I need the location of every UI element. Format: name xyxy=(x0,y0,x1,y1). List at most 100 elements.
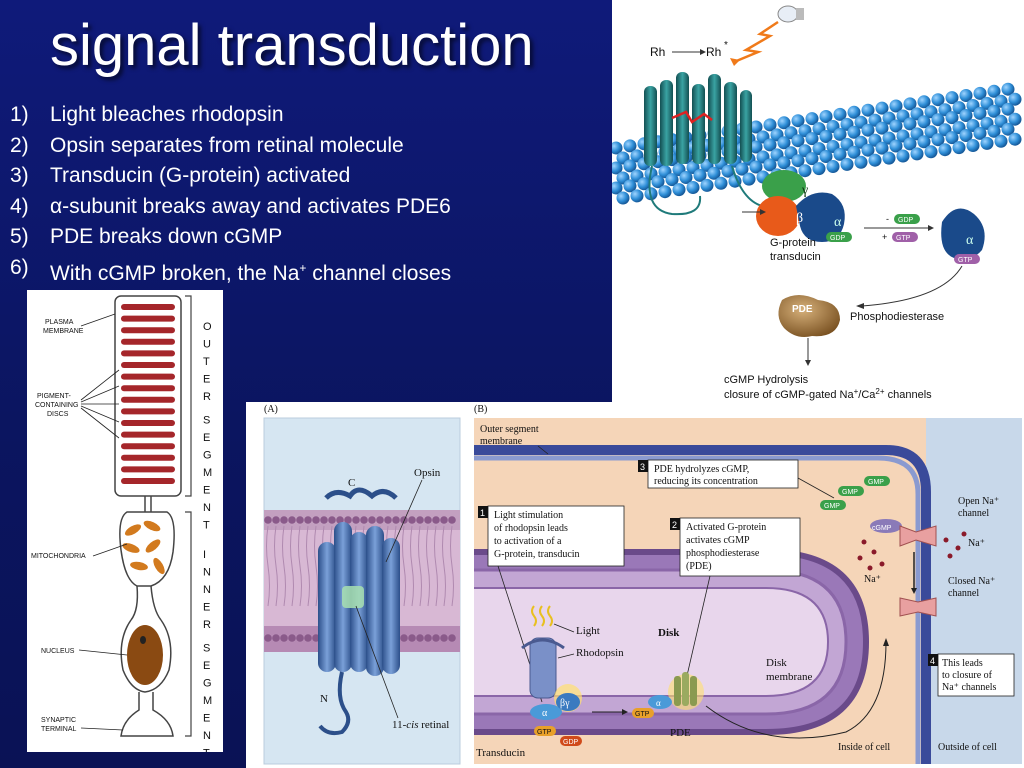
lipid-heads-top xyxy=(264,516,456,524)
outside-cell-label: Outside of cell xyxy=(938,742,997,753)
steps-list: 1)Light bleaches rhodopsin 2)Opsin separ… xyxy=(10,100,610,289)
callout-4-line: to closure of xyxy=(942,670,993,681)
pigment-discs xyxy=(121,304,175,484)
inner-segment-outline xyxy=(119,511,175,587)
svg-text:I: I xyxy=(203,549,206,561)
step-text-tail: channel closes xyxy=(306,261,452,285)
step-text: PDE breaks down cGMP xyxy=(50,225,283,248)
svg-text:N: N xyxy=(203,567,211,579)
transducin-alpha: α xyxy=(542,708,548,719)
svg-text:N: N xyxy=(203,584,211,596)
callout-3-line: reducing its concentration xyxy=(654,476,758,487)
rhodopsin-label: Rhodopsin xyxy=(576,647,624,659)
disk-membrane-label-2: membrane xyxy=(766,671,813,683)
figure-b-label: (B) xyxy=(474,404,487,415)
closed-channel-label: Closed Na⁺ xyxy=(948,576,995,587)
retinal-pocket xyxy=(342,586,364,608)
svg-text:R: R xyxy=(203,619,211,631)
retinal-chromophore xyxy=(671,110,713,124)
synaptic-terminal-label: SYNAPTIC xyxy=(41,717,76,724)
svg-text:E: E xyxy=(203,374,210,386)
callout-1-line: to activation of a xyxy=(494,536,562,547)
callout-2-line: phosphodiesterase xyxy=(686,548,760,559)
lipid-bilayer xyxy=(612,82,1022,205)
step-number: 5) xyxy=(10,225,29,248)
svg-text:E: E xyxy=(203,713,210,725)
nucleus-label: NUCLEUS xyxy=(41,648,75,655)
gdp-tag: GDP xyxy=(830,235,846,242)
gmp-molecules: GMP GMP GMP cGMP xyxy=(820,476,902,533)
na-plus-label: Na⁺ xyxy=(864,574,881,585)
step-item: 2)Opsin separates from retinal molecule xyxy=(10,131,610,162)
rhodopsin-helices xyxy=(644,72,763,216)
rh-star-label: Rh xyxy=(706,45,721,59)
transducin-label: transducin xyxy=(770,251,821,263)
synaptic-terminal-shape xyxy=(120,692,174,737)
step-item: 1)Light bleaches rhodopsin xyxy=(10,100,610,131)
transducin-complex: α βγ GTP GDP xyxy=(530,684,582,746)
svg-text:T: T xyxy=(203,520,210,532)
callout-number-2: 2 xyxy=(672,520,677,530)
svg-text:O: O xyxy=(203,321,212,333)
retinal-label: 11-cis retinal xyxy=(392,719,449,731)
step-item: 5) PDE breaks down cGMP xyxy=(10,222,610,253)
callout-box-3 xyxy=(647,459,799,489)
figure-ab-panel: (A) C N Opsin 11-cis retinal (B) xyxy=(246,402,1024,768)
gmp-tag: GMP xyxy=(824,503,840,510)
svg-text:T: T xyxy=(203,356,210,368)
outer-segment-outline xyxy=(114,295,182,497)
svg-text:S: S xyxy=(203,643,210,655)
synaptic-terminal-label-2: TERMINAL xyxy=(41,726,77,733)
svg-text:G: G xyxy=(203,678,212,690)
rh-star-asterisk: * xyxy=(724,40,728,51)
light-label: Light xyxy=(576,625,600,637)
c-terminus-label: C xyxy=(348,477,355,489)
na-plus-outside-label: Na⁺ xyxy=(968,538,985,549)
minus-sign: - xyxy=(886,214,889,224)
gamma-subunit-label: γ xyxy=(801,183,808,198)
light-bulb-icon xyxy=(730,5,804,66)
cgmp-tag: cGMP xyxy=(872,525,892,532)
step-text: With cGMP broken, the Na xyxy=(50,261,300,285)
active-alpha-label: α xyxy=(966,233,974,248)
open-channel-label-2: channel xyxy=(958,508,989,519)
mitochondria-group xyxy=(122,520,165,575)
svg-text:E: E xyxy=(203,602,210,614)
step-item: 4)α-subunit breaks away and activates PD… xyxy=(10,192,610,223)
svg-text:E: E xyxy=(203,660,210,672)
alpha-subunit-label: α xyxy=(834,215,842,230)
callout-3-line: PDE hydrolyzes cGMP, xyxy=(654,464,749,475)
callout-2-line: (PDE) xyxy=(686,561,712,572)
svg-text:E: E xyxy=(203,432,210,444)
cascade-diagram: Rh Rh * γ β α GDP G-protein transducin xyxy=(612,0,1024,404)
pde-alpha: α xyxy=(656,698,661,708)
plus-sign: + xyxy=(882,232,887,242)
slide-title: signal transduction xyxy=(50,13,534,78)
svg-text:U: U xyxy=(203,339,211,351)
inner-segment-label: INNERSEGMENT xyxy=(203,549,212,752)
transducin-gtp: GTP xyxy=(537,729,552,736)
rhodopsin-receptor xyxy=(521,637,565,699)
svg-text:R: R xyxy=(203,391,211,403)
active-gtp-tag: GTP xyxy=(958,257,973,264)
svg-text:M: M xyxy=(203,467,212,479)
svg-text:T: T xyxy=(203,748,210,753)
rh-label: Rh xyxy=(650,45,665,59)
pde-label: PDE xyxy=(792,304,813,315)
step-text: Opsin separates from retinal molecule xyxy=(50,133,404,157)
phosphodiesterase-label: Phosphodiesterase xyxy=(850,311,944,323)
step-number: 3) xyxy=(10,164,29,187)
step-text: Transducin (G-protein) activated xyxy=(50,164,351,187)
beta-subunit-label: β xyxy=(796,211,803,226)
svg-text:N: N xyxy=(203,730,211,742)
callout-box-2 xyxy=(679,517,801,577)
step-text: Light bleaches rhodopsin xyxy=(50,103,284,126)
callout-4-line: Na⁺ channels xyxy=(942,682,997,693)
callout-1-line: Light stimulation xyxy=(494,510,563,521)
svg-text:G: G xyxy=(203,450,212,462)
g-protein-complex: γ β α GDP xyxy=(756,170,852,242)
callout-number-4: 4 xyxy=(930,656,935,666)
pigment-discs-label-2: CONTAINING xyxy=(35,402,78,409)
